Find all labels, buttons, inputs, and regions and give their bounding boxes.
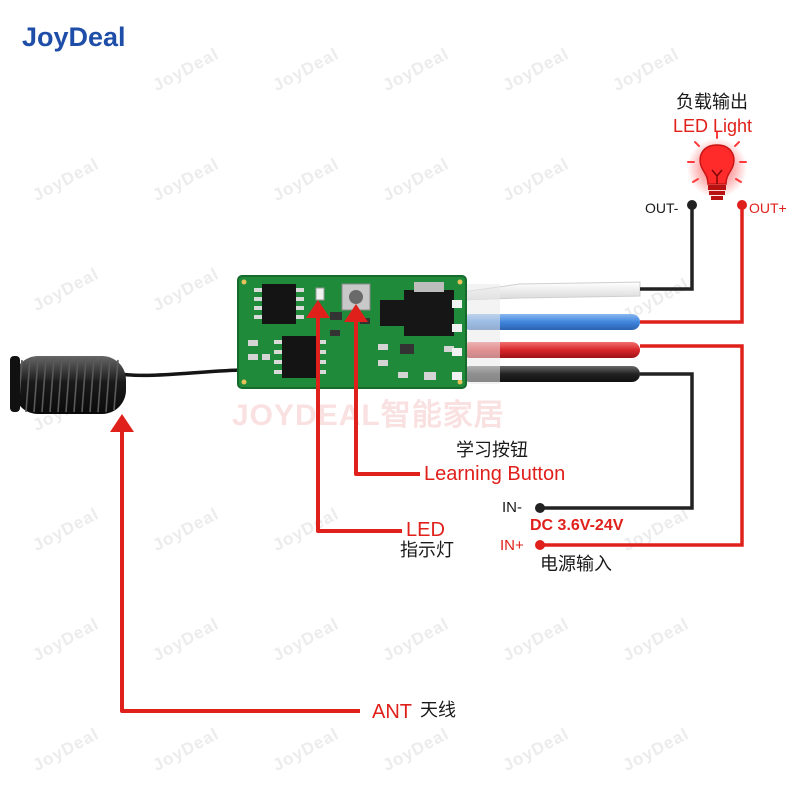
callout-arrows bbox=[120, 312, 420, 713]
brand-logo: JoyDeal bbox=[22, 22, 126, 52]
load-output-label-en: LED Light bbox=[673, 116, 753, 136]
receiver-board bbox=[237, 275, 467, 389]
input-wiring bbox=[535, 344, 744, 550]
in-negative-label: IN- bbox=[502, 499, 522, 516]
led-label-en: LED bbox=[406, 519, 445, 541]
led-label-cn: 指示灯 bbox=[400, 540, 454, 561]
load-output-label-cn: 负载输出 bbox=[676, 92, 748, 113]
antenna-coil bbox=[10, 356, 241, 414]
arrowheads bbox=[110, 300, 368, 432]
output-wiring bbox=[640, 200, 747, 324]
out-positive-label: OUT+ bbox=[749, 200, 787, 216]
antenna-label-cn: 天线 bbox=[420, 700, 456, 721]
learning-button-label-cn: 学习按钮 bbox=[456, 440, 528, 461]
out-negative-label: OUT- bbox=[645, 200, 679, 216]
light-bulb-icon bbox=[687, 131, 747, 200]
power-voltage-label: DC 3.6V-24V bbox=[530, 517, 624, 534]
in-positive-label: IN+ bbox=[500, 537, 524, 554]
wire-bundle bbox=[460, 281, 641, 384]
watermark-center: JOYDEAL智能家居 bbox=[232, 399, 505, 432]
power-input-label-cn: 电源输入 bbox=[540, 554, 612, 575]
learning-button-label-en: Learning Button bbox=[424, 463, 566, 485]
antenna-label-en: ANT bbox=[372, 701, 412, 723]
